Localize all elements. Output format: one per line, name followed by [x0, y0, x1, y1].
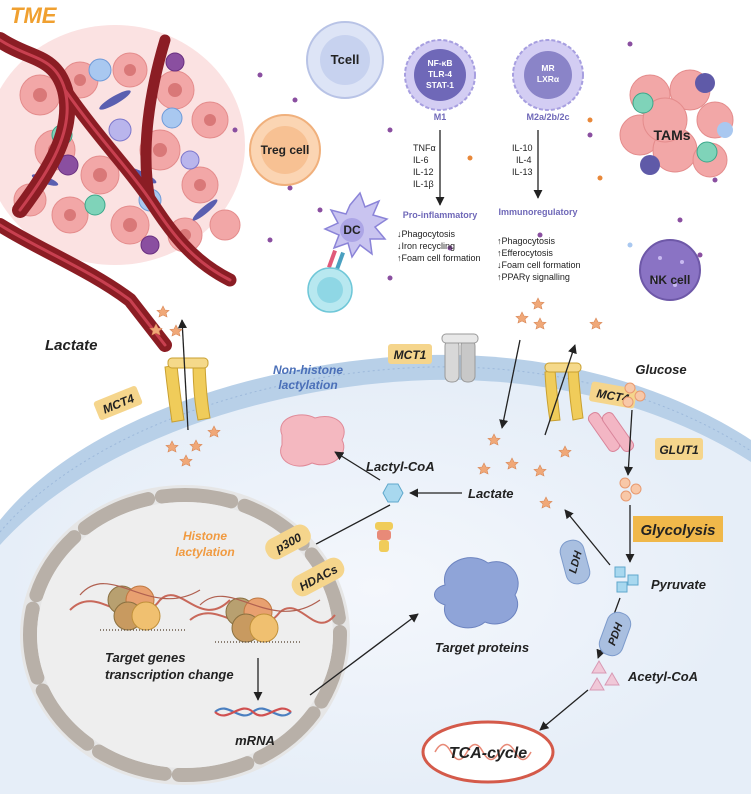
target-genes-label-2: transcription change: [105, 667, 234, 682]
nucleosome-left: [69, 583, 231, 631]
glut1-tag: GLUT1: [655, 438, 703, 460]
mrna-helix-icon: [214, 707, 292, 717]
lactyl-coa-molecule: [382, 483, 404, 503]
histone-label-1: Histone: [183, 529, 227, 543]
lactate-inside-label: Lactate: [468, 486, 514, 501]
m1-cytokine-1: TNFα: [413, 143, 436, 153]
lactate-outside-label: Lactate: [45, 337, 98, 354]
m1-effect-3: ↑Foam cell formation: [397, 253, 481, 263]
m2-label: M2a/2b/2c: [526, 112, 569, 122]
m1-effect-2: ↓Iron recycling: [397, 241, 455, 251]
m1-macrophage: NF-κB TLR-4 STAT-1 M1: [404, 39, 476, 122]
m1-cytokine-2: IL-6: [413, 155, 429, 165]
m2-cytokine-1: IL-10: [512, 143, 533, 153]
tca-arrow: [539, 689, 589, 731]
tams-label: TAMs: [653, 127, 690, 143]
mct4-right-label: MCT4: [596, 386, 631, 406]
acetyl-coa-molecules: [589, 660, 620, 691]
m2-cytokine-2: IL-4: [516, 155, 532, 165]
m2-cytokine-3: IL-13: [512, 167, 533, 177]
nk-cell-label: NK cell: [650, 273, 691, 287]
mct1-transporter: [441, 333, 521, 429]
target-genes-label-1: Target genes: [105, 650, 185, 665]
m1-effect-1: ↓Phagocytosis: [397, 229, 456, 239]
m1-cytokine-4: IL-1β: [413, 179, 434, 189]
m1-label: M1: [434, 112, 447, 122]
glycolysis-tag: Glycolysis: [633, 516, 723, 542]
lactate-stars-right: [477, 297, 603, 509]
treg-cell: Treg cell: [249, 114, 321, 186]
m2-marker-2: LXRα: [537, 74, 560, 84]
acetyl-coa-label: Acetyl-CoA: [627, 669, 698, 684]
mct4-left-transporter: [164, 319, 211, 431]
m2-effect-4: ↑PPARγ signalling: [497, 272, 570, 282]
t-cell: Tcell: [306, 21, 384, 99]
nucleosome-right: [189, 595, 336, 643]
translation-arrow: [309, 613, 419, 696]
m1-pathway: TNFα IL-6 IL-12 IL-1β Pro-inflammatory ↓…: [397, 130, 481, 263]
non-histone-label-2: lactylation: [278, 378, 337, 392]
m1-phenotype: Pro-inflammatory: [403, 210, 478, 220]
m2-effect-2: ↑Efferocytosis: [497, 248, 553, 258]
nk-cell: NK cell: [639, 239, 701, 301]
writer-enzyme-icon: [375, 522, 393, 552]
pyruvate-label: Pyruvate: [651, 577, 706, 592]
non-histone-protein: [280, 414, 345, 467]
m2-pathway: IL-10 IL-4 IL-13 Immunoregulatory ↑Phago…: [497, 130, 581, 282]
non-histone-label-1: Non-histone: [273, 363, 343, 377]
tca-label: TCA-cycle: [449, 745, 527, 762]
ldh-enzyme: LDH: [559, 539, 591, 585]
nucleus: [20, 485, 350, 785]
m2-phenotype: Immunoregulatory: [498, 207, 577, 217]
tca-mitochondrion: TCA-cycle: [421, 720, 555, 784]
mct1-tag: MCT1: [388, 344, 432, 364]
m1-marker-2: TLR-4: [428, 69, 452, 79]
p300-tag: p300: [265, 524, 311, 560]
pdh-enzyme: PDH: [598, 611, 632, 657]
m1-marker-1: NF-κB: [427, 58, 452, 68]
lactylcoa-to-nonhistone-arrow: [334, 451, 381, 481]
m1-cytokine-3: IL-12: [413, 167, 434, 177]
lactyl-coa-label: Lactyl-CoA: [366, 459, 435, 474]
ldh-label: LDH: [567, 549, 585, 575]
t-cell-label: Tcell: [331, 52, 360, 67]
mct4-right-transporter: [544, 344, 584, 436]
ldh-arrow: [564, 509, 611, 566]
m2-macrophage: MR LXRα M2a/2b/2c: [512, 39, 584, 122]
tams-cluster: TAMs: [619, 69, 734, 178]
glycolysis-label: Glycolysis: [640, 522, 715, 539]
pyruvate-molecules: [614, 566, 639, 593]
m2-effect-1: ↑Phagocytosis: [497, 236, 556, 246]
lactate-stars-left: [149, 305, 221, 467]
dendritic-cell: DC: [307, 191, 389, 313]
treg-cell-label: Treg cell: [261, 143, 310, 157]
glut1-label: GLUT1: [659, 443, 699, 457]
histone-label-2: lactylation: [175, 545, 234, 559]
mct4-left-tag: MCT4: [93, 386, 143, 420]
target-protein-blob: [434, 557, 519, 629]
target-proteins-label: Target proteins: [435, 640, 529, 655]
dc-label: DC: [343, 223, 361, 237]
glucose-molecules: [619, 382, 646, 502]
m2-marker-1: MR: [541, 63, 554, 73]
glucose-label: Glucose: [635, 362, 686, 377]
mct1-label: MCT1: [394, 348, 427, 362]
tme-title: TME: [10, 3, 58, 28]
cytokine-dots: [232, 41, 718, 281]
m2-effect-3: ↓Foam cell formation: [497, 260, 581, 270]
glut1-transporter: [587, 409, 635, 476]
m1-marker-3: STAT-1: [426, 80, 454, 90]
mrna-label: mRNA: [235, 733, 275, 748]
